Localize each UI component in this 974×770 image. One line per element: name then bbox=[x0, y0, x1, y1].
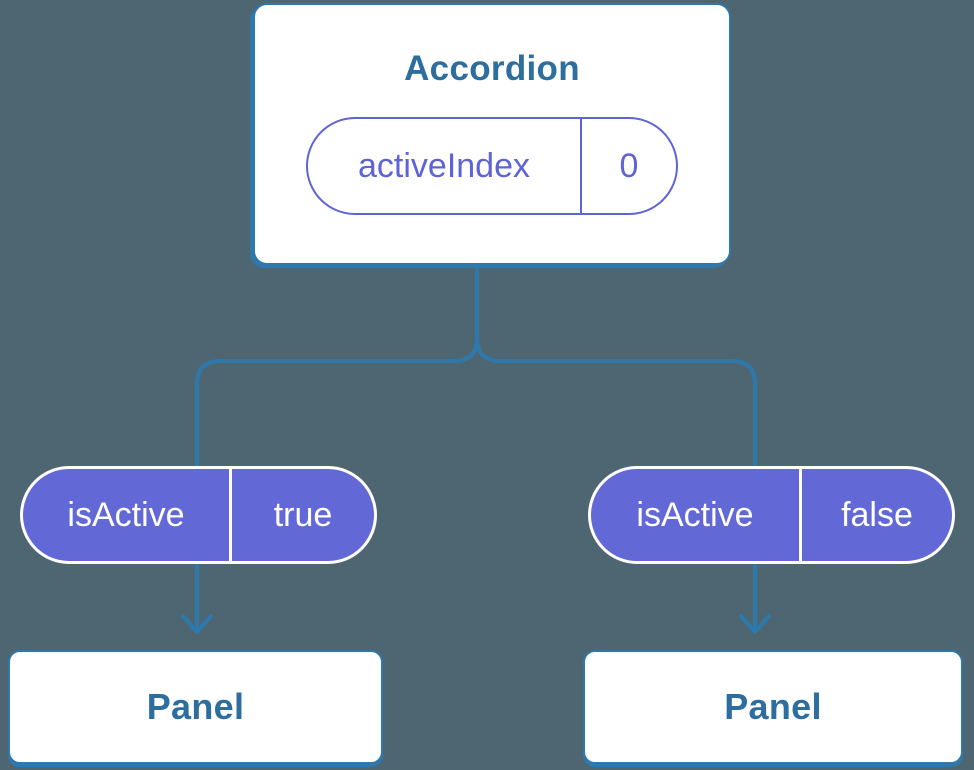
prop-pill-isactive-right: isActive false bbox=[588, 466, 955, 564]
panel-component-node-left: Panel bbox=[8, 650, 383, 764]
state-name: activeIndex bbox=[358, 146, 530, 185]
prop-value: true bbox=[273, 495, 333, 534]
panel-title: Panel bbox=[724, 686, 822, 727]
prop-name: isActive bbox=[67, 495, 185, 534]
state-value: 0 bbox=[619, 146, 639, 185]
prop-value: false bbox=[841, 495, 913, 534]
state-pill-activeindex: activeIndex 0 bbox=[306, 117, 678, 215]
pill-divider bbox=[580, 119, 582, 213]
prop-pill-isactive-left: isActive true bbox=[20, 466, 377, 564]
connector-left-branch bbox=[195, 262, 479, 634]
panel-component-node-right: Panel bbox=[583, 650, 963, 764]
arrow-down-right-icon bbox=[739, 614, 771, 634]
prop-name: isActive bbox=[636, 495, 754, 534]
panel-title: Panel bbox=[146, 686, 245, 727]
component-title: Accordion bbox=[404, 49, 580, 88]
pill-divider bbox=[799, 469, 802, 561]
arrow-down-left-icon bbox=[181, 614, 213, 634]
pill-divider bbox=[229, 469, 232, 561]
connector-right-branch bbox=[475, 262, 757, 634]
accordion-component-node: Accordion activeIndex 0 bbox=[253, 3, 731, 265]
